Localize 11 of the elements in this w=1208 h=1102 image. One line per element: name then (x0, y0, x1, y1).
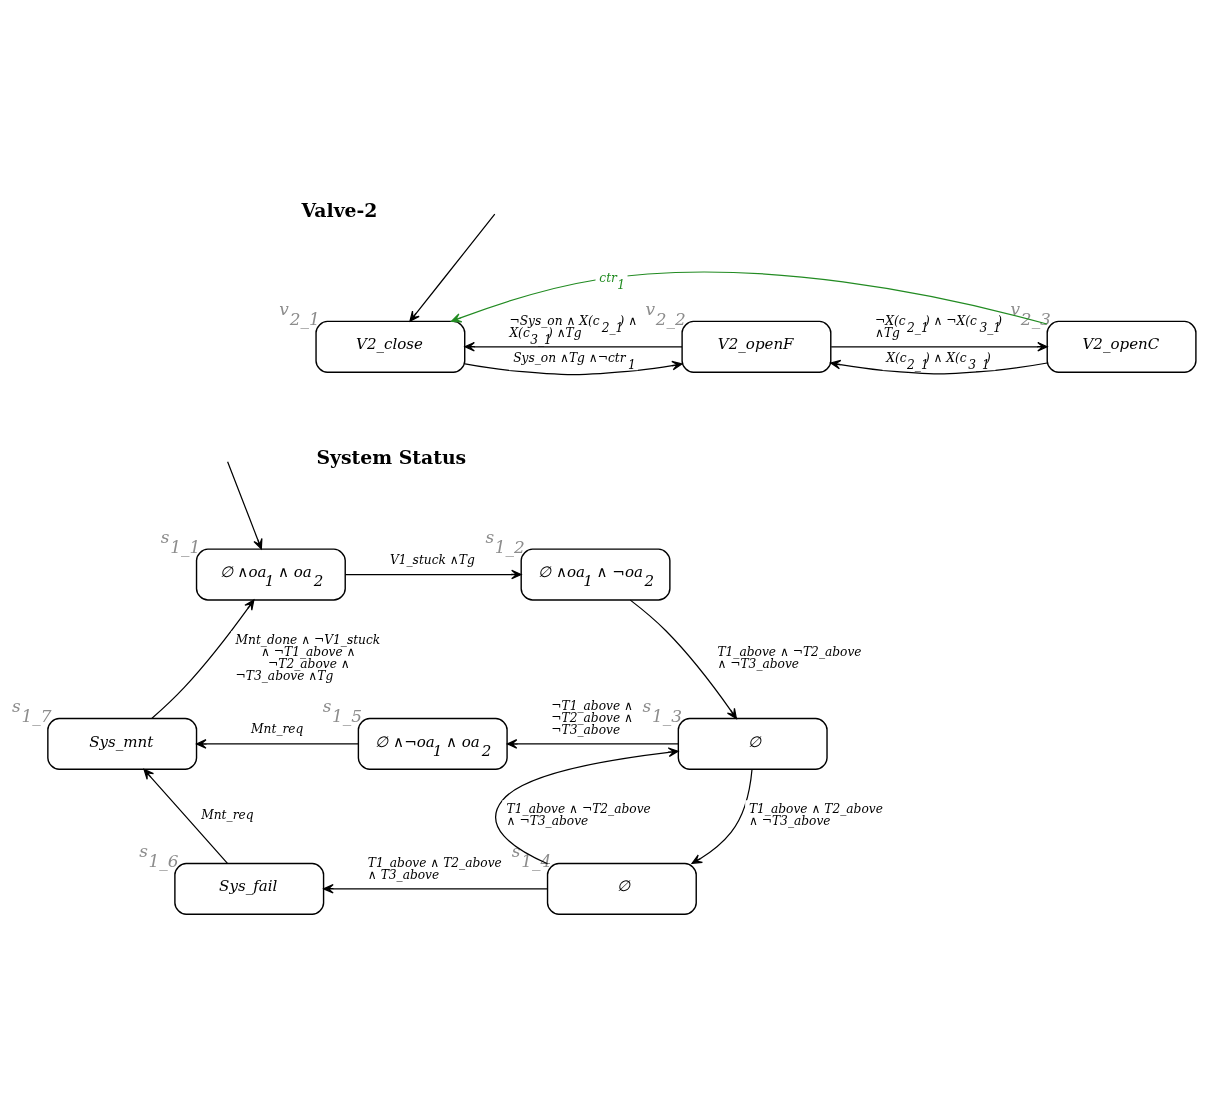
edge-label: V1_stuck ∧Tg (389, 552, 475, 567)
label: Valve-2 (301, 198, 378, 221)
edge-label: ¬T1_above ∧ ¬T2_above ∧ ¬T3_above (551, 698, 634, 738)
label: System Status (316, 446, 467, 469)
edge-label: T1_above ∧ T2_above ∧ ¬T3_above (748, 801, 883, 829)
edge-label: Mnt_req (251, 721, 304, 736)
edge-label: T1_above ∧ T2_above ∧ T3_above (367, 855, 502, 882)
edge-label: Mnt_done ∧ ¬V1_stuck ∧ ¬T1_above ∧ ¬T2_above ∧ ¬T3_above ∧Tg (235, 632, 381, 684)
edge-label: Mnt_req (201, 807, 254, 822)
edge-label: T1_above ∧ ¬T2_above ∧ ¬T3_above (506, 801, 651, 829)
edge-label: T1_above ∧ ¬T2_above ∧ ¬T3_above (717, 644, 862, 672)
